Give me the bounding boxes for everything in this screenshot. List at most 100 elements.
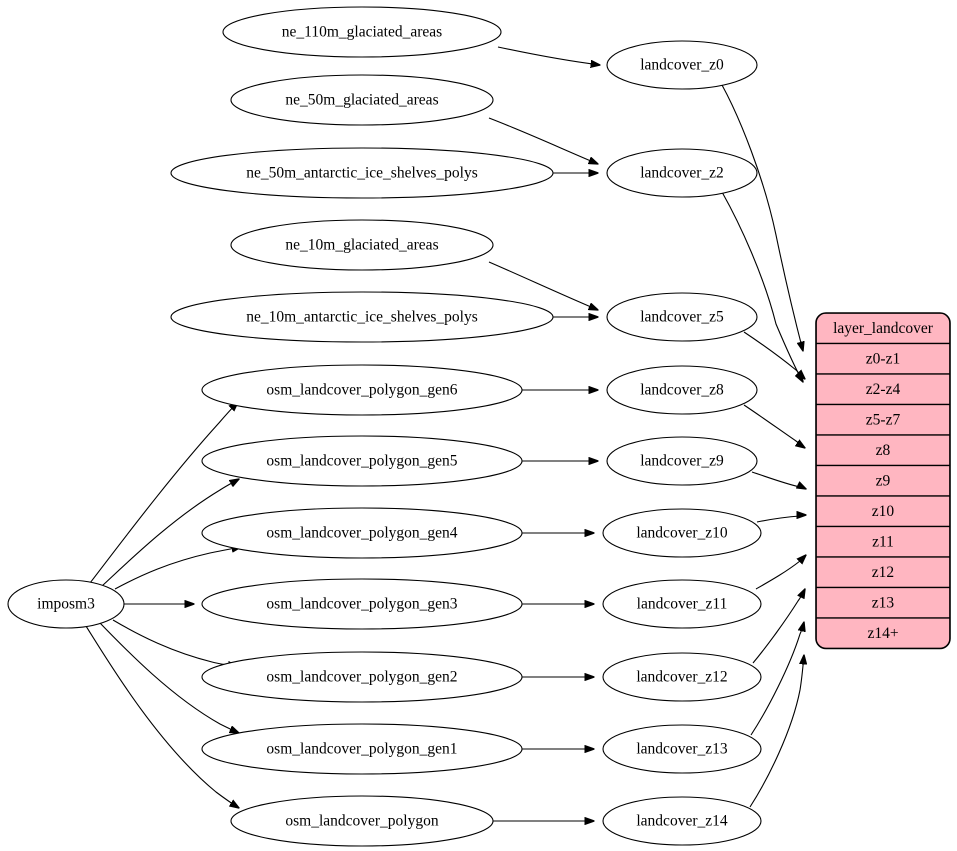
node-label: osm_landcover_polygon [285,813,439,830]
table-row-z8[interactable]: z8 [816,434,950,467]
edge-imposm3-to-osm_landcover_polygon_gen4 [114,547,241,590]
edge-landcover_z5-to-layer_row_2 [743,331,805,379]
node-ellipse-shape [201,578,523,630]
edge-landcover_z11-to-layer_row_6 [755,555,806,590]
table-cell-label: z14+ [867,625,898,642]
table-cell-label: z12 [872,564,894,581]
edge-path [750,622,804,736]
nodes-layer: imposm3 ne_110m_glaciated_areas ne_50m_gla… [7,6,762,847]
edge-path [749,655,804,808]
node-landcover_z8[interactable]: landcover_z8 [606,365,758,415]
edge-path [112,619,237,667]
node-imposm3[interactable]: imposm3 [7,579,125,629]
node-label: landcover_z13 [636,741,727,758]
node-osm_landcover_polygon_gen2[interactable]: osm_landcover_polygon_gen2 [201,651,523,703]
edges-layer [85,46,806,821]
edge-path [756,515,806,523]
node-ellipse-shape [230,74,494,126]
table-cell-background [816,617,950,649]
node-ne_10m_antarctic_ice_shelves_polys[interactable]: ne_10m_antarctic_ice_shelves_polys [170,291,554,343]
node-label: ne_50m_glaciated_areas [285,92,438,109]
edge-path [752,589,805,664]
edge-ne_110m_glaciated_areas-to-landcover_z0 [497,46,600,65]
node-osm_landcover_polygon[interactable]: osm_landcover_polygon [230,795,494,847]
node-ne_50m_antarctic_ice_shelves_polys[interactable]: ne_50m_antarctic_ice_shelves_polys [170,147,554,199]
node-label: landcover_z2 [640,165,724,182]
node-label: ne_10m_glaciated_areas [285,237,438,254]
edge-path [488,261,598,310]
node-label: landcover_z5 [640,309,724,326]
edge-imposm3-to-osm_landcover_polygon_gen5 [101,479,239,587]
node-osm_landcover_polygon_gen1[interactable]: osm_landcover_polygon_gen1 [201,723,523,775]
node-ellipse-shape [201,435,523,487]
node-landcover_z9[interactable]: landcover_z9 [606,436,758,486]
table-row-z14+[interactable]: z14+ [816,617,950,649]
edge-ne_10m_glaciated_areas-to-landcover_z5 [488,261,598,310]
node-landcover_z13[interactable]: landcover_z13 [602,724,762,774]
table-cell-label: z0-z1 [866,350,900,367]
edge-path [751,471,806,489]
node-landcover_z11[interactable]: landcover_z11 [602,579,762,629]
node-landcover_z12[interactable]: landcover_z12 [602,652,762,702]
node-ellipse-shape [606,292,758,342]
node-ellipse-shape [606,436,758,486]
node-label: osm_landcover_polygon_gen1 [266,741,457,758]
edge-landcover_z10-to-layer_row_5 [756,515,806,523]
edge-path [85,625,239,808]
table-row-z11[interactable]: z11 [816,525,950,558]
table-row-z12[interactable]: z12 [816,556,950,589]
node-label: ne_50m_antarctic_ice_shelves_polys [246,165,478,182]
node-label: osm_landcover_polygon_gen4 [266,525,457,542]
table-row-z9[interactable]: z9 [816,464,950,497]
edge-landcover_z14-to-layer_row_9 [749,655,804,808]
node-landcover_z0[interactable]: landcover_z0 [606,40,758,90]
node-ellipse-shape [170,147,554,199]
edge-imposm3-to-osm_landcover_polygon_gen2 [112,619,237,667]
node-ellipse-shape [201,651,523,703]
edge-landcover_z2-to-layer_row_1 [721,191,803,382]
node-ellipse-shape [606,40,758,90]
node-ellipse-shape [602,652,762,702]
edge-landcover_z8-to-layer_row_3 [743,404,805,448]
node-landcover_z14[interactable]: landcover_z14 [602,796,762,846]
layer-landcover-table-group[interactable]: layer_landcover z0-z1 z2-z4z5-z7z8z9z10z11… [816,313,950,649]
table-cell-background [816,342,950,375]
node-landcover_z2[interactable]: landcover_z2 [606,148,758,198]
edge-path [101,479,239,587]
edge-landcover_z9-to-layer_row_4 [751,471,806,489]
node-ellipse-shape [201,507,523,559]
edge-path [488,117,598,164]
node-landcover_z10[interactable]: landcover_z10 [602,508,762,558]
node-ellipse-shape [606,365,758,415]
node-label: landcover_z12 [636,669,727,686]
node-osm_landcover_polygon_gen4[interactable]: osm_landcover_polygon_gen4 [201,507,523,559]
edge-path [89,402,238,584]
table-row-z5-z7[interactable]: z5-z7 [816,403,950,436]
edge-path [755,555,806,590]
table-row-z2-z4[interactable]: z2-z4 [816,373,950,406]
table-cell-label: layer_landcover [833,320,934,337]
table-row-z0-z1[interactable]: z0-z1 [816,342,950,375]
node-ne_110m_glaciated_areas[interactable]: ne_110m_glaciated_areas [222,6,502,58]
node-landcover_z5[interactable]: landcover_z5 [606,292,758,342]
node-osm_landcover_polygon_gen5[interactable]: osm_landcover_polygon_gen5 [201,435,523,487]
table-row-z10[interactable]: z10 [816,495,950,528]
edge-landcover_z13-to-layer_row_8 [750,622,804,736]
edge-path [99,622,239,733]
node-ellipse-shape [222,6,502,58]
table-row-z13[interactable]: z13 [816,586,950,619]
node-ne_10m_glaciated_areas[interactable]: ne_10m_glaciated_areas [230,219,494,271]
node-osm_landcover_polygon_gen3[interactable]: osm_landcover_polygon_gen3 [201,578,523,630]
node-label: ne_110m_glaciated_areas [282,24,442,41]
edge-path [114,547,241,590]
node-label: osm_landcover_polygon_gen2 [266,669,457,686]
node-ellipse-shape [230,795,494,847]
table-header-cell[interactable]: layer_landcover [816,313,950,345]
node-ne_50m_glaciated_areas[interactable]: ne_50m_glaciated_areas [230,74,494,126]
node-osm_landcover_polygon_gen6[interactable]: osm_landcover_polygon_gen6 [201,364,523,416]
edge-ne_50m_glaciated_areas-to-landcover_z2 [488,117,598,164]
table-cell-background [816,586,950,619]
node-ellipse-shape [170,291,554,343]
node-label: osm_landcover_polygon_gen5 [266,453,457,470]
